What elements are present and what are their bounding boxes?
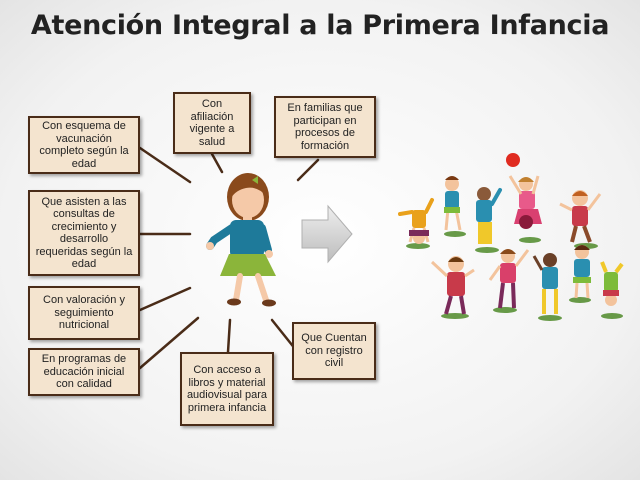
connector-familias [296, 158, 320, 182]
box-familias: En familias que participan en procesos d… [274, 96, 376, 158]
box-crecimiento: Que asisten a las consultas de crecimien… [28, 190, 140, 276]
connector-nutricional [138, 286, 192, 312]
box-afiliacion: Con afiliación vigente a salud [173, 92, 251, 154]
connector-libros [226, 318, 232, 354]
box-educacion: En programas de educación inicial con ca… [28, 348, 140, 396]
connector-vacunacion [138, 146, 192, 184]
page-title: Atención Integral a la Primera Infancia [30, 10, 610, 41]
box-vacunacion: Con esquema de vacunación completo según… [28, 116, 140, 174]
connector-afiliacion [210, 152, 224, 174]
box-libros: Con acceso a libros y material audiovisu… [180, 352, 274, 426]
box-registro: Que Cuentan con registro civil [292, 322, 376, 380]
box-nutricional: Con valoración y seguimiento nutricional [28, 286, 140, 340]
connector-educacion [138, 316, 200, 370]
